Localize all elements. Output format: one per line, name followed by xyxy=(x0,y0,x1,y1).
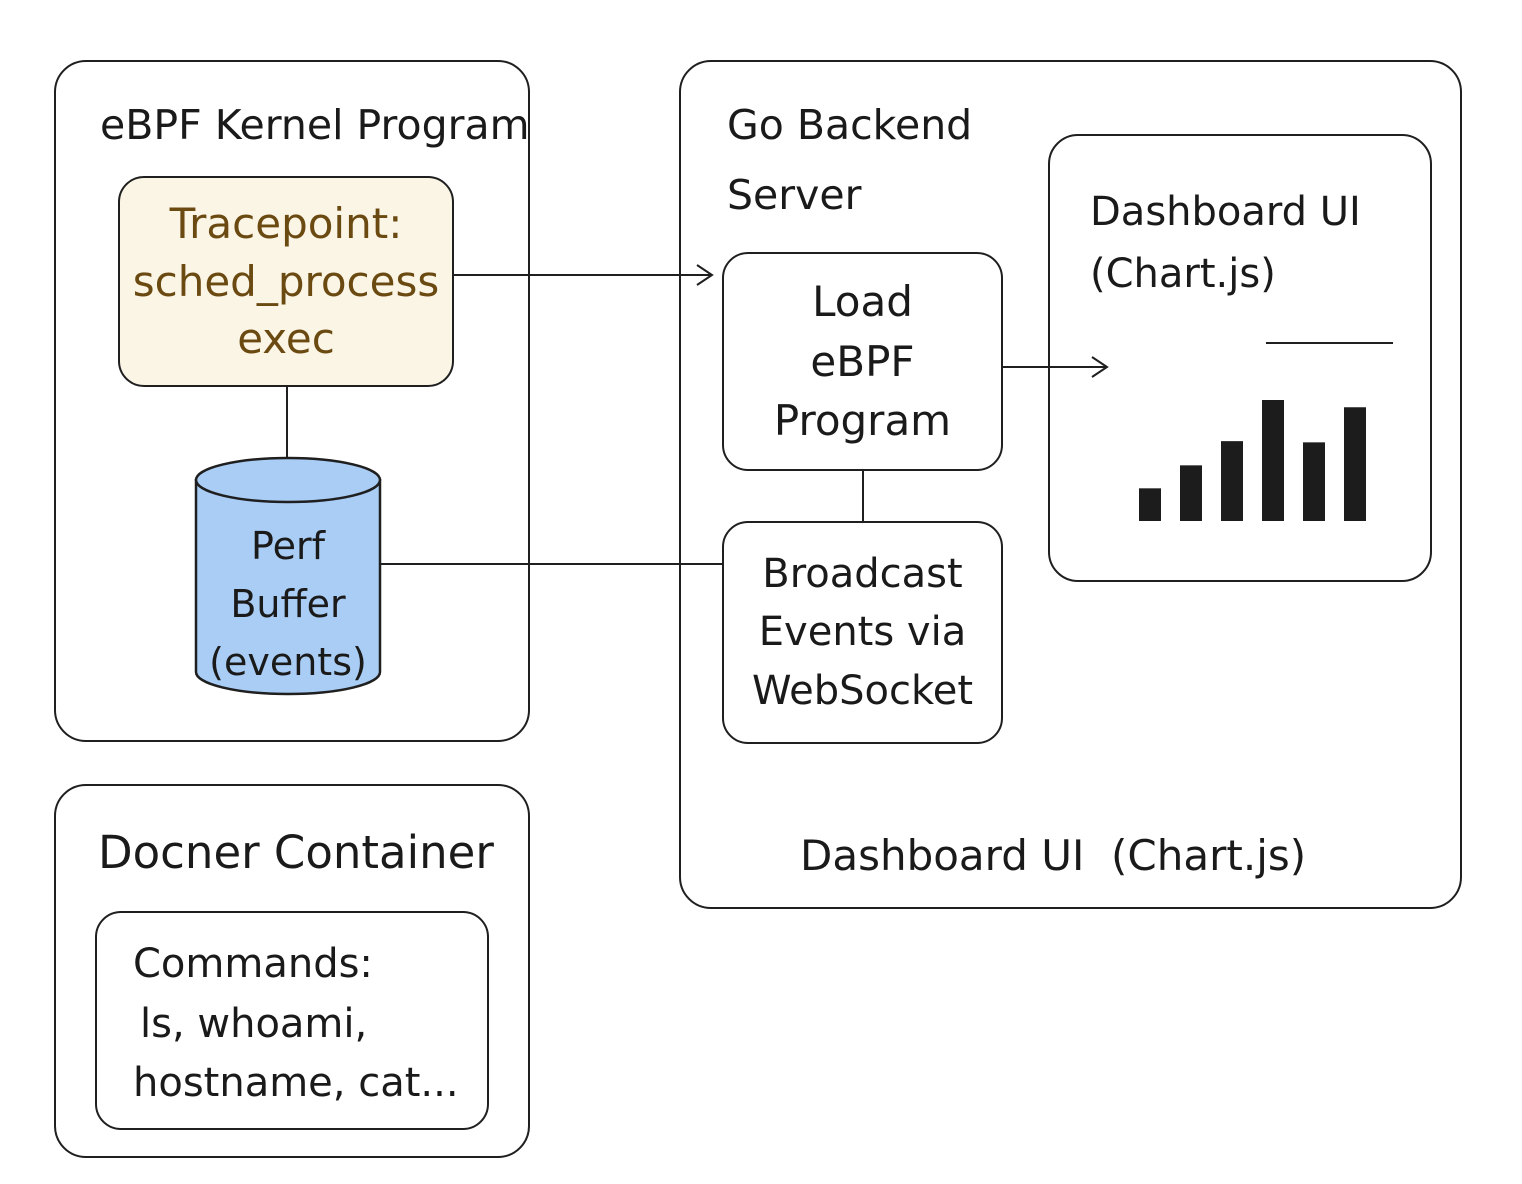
commands-label-line1: Commands: xyxy=(133,941,373,987)
commands-label-line3: hostname, cat... xyxy=(133,1060,459,1106)
tracepoint-node: Tracepoint: sched_process exec xyxy=(118,176,454,387)
dashboard-panel-title-line2: (Chart.js) xyxy=(1090,251,1276,297)
backend-group-title-line2: Server xyxy=(727,171,862,219)
broadcast-label-line3: WebSocket xyxy=(751,667,974,714)
broadcast-label-line2: Events via xyxy=(758,609,967,656)
perf-buffer-label-line3: (events) xyxy=(209,639,367,684)
load-program-label-line1: Load xyxy=(812,277,913,327)
broadcast-label-line1: Broadcast xyxy=(762,550,963,597)
commands-node xyxy=(95,911,489,1130)
backend-group-title-line1: Go Backend xyxy=(727,101,973,149)
tracepoint-label-line3: exec xyxy=(237,314,335,364)
tracepoint-label-line1: Tracepoint: xyxy=(169,198,403,248)
load-program-label-line2: eBPF xyxy=(810,336,915,386)
perf-buffer-label-line2: Buffer xyxy=(230,581,346,626)
broadcast-events-node: Broadcast Events via WebSocket xyxy=(722,521,1003,744)
ebpf-group-title: eBPF Kernel Program xyxy=(100,101,530,149)
tracepoint-label-line2: sched_process xyxy=(132,256,440,306)
dashboard-panel-title-line1: Dashboard UI xyxy=(1090,189,1361,235)
container-group-title: Docner Container xyxy=(98,826,494,879)
load-ebpf-program-node: Load eBPF Program xyxy=(722,252,1003,471)
load-program-label-line3: Program xyxy=(773,396,952,446)
perf-buffer-label: Perf Buffer (events) xyxy=(196,518,380,691)
perf-buffer-label-line1: Perf xyxy=(251,524,325,568)
backend-group-footer: Dashboard UI (Chart.js) xyxy=(800,831,1307,880)
commands-label-line2: ls, whoami, xyxy=(140,1001,368,1047)
